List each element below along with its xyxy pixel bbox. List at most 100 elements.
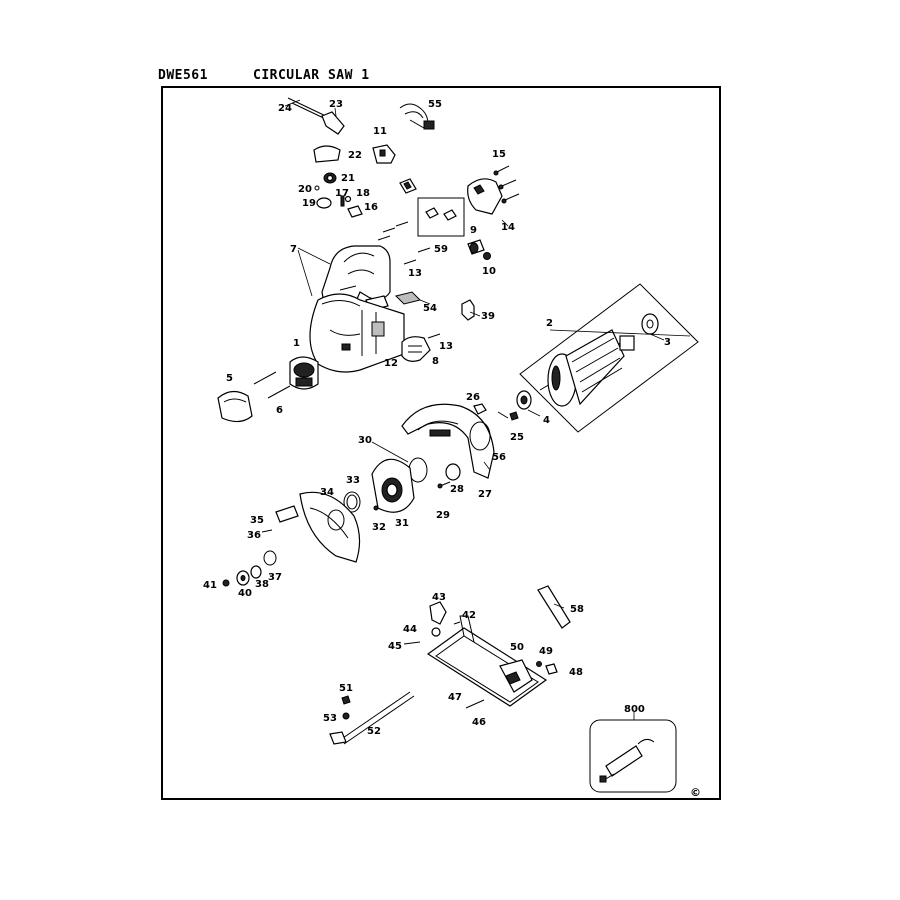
bevel-parts [403, 601, 461, 645]
lever-35 [261, 505, 299, 533]
label-22: 22 [348, 150, 362, 161]
label-47: 47 [448, 692, 462, 703]
label-1: 1 [293, 338, 300, 349]
label-44: 44 [403, 624, 417, 635]
lower-guard [299, 491, 361, 563]
diagram-frame [161, 86, 721, 800]
label-52: 52 [367, 726, 381, 737]
label-14: 14 [501, 222, 515, 233]
housing-screws [377, 221, 441, 353]
field-coil [289, 356, 319, 390]
label-8: 8 [432, 356, 439, 367]
label-54: 54 [423, 303, 437, 314]
power-cord [284, 97, 345, 135]
brush-holder-parts [399, 178, 465, 237]
long-screws [253, 371, 291, 399]
model-number: DWE561 [158, 68, 208, 83]
rip-fence [537, 585, 571, 629]
switch-cover [401, 336, 431, 362]
label-800: 800 [624, 704, 645, 715]
small-fasteners [314, 185, 363, 218]
label-51: 51 [339, 683, 353, 694]
bearing-9 [467, 239, 491, 260]
label-49: 49 [539, 646, 553, 657]
label-41: 41 [203, 580, 217, 591]
part-labels: 1 2 3 4 5 6 7 8 9 10 11 12 13 13 14 15 1… [203, 99, 701, 799]
label-5: 5 [226, 373, 233, 384]
label-56: 56 [492, 452, 506, 463]
kit-800-box [589, 719, 677, 793]
label-7: 7 [290, 244, 297, 255]
label-plate [395, 291, 421, 305]
blade-washers [222, 550, 277, 587]
label-4: 4 [543, 415, 550, 426]
gear-plate [371, 457, 428, 513]
label-42: 42 [462, 610, 476, 621]
label-59: 59 [434, 244, 448, 255]
label-35: 35 [250, 515, 264, 526]
clip-parts [473, 403, 519, 421]
retaining-ring [343, 491, 379, 513]
label-38: 38 [255, 579, 269, 590]
label-31: 31 [395, 518, 409, 529]
gasket [469, 421, 491, 451]
label-27: 27 [478, 489, 492, 500]
diagram-title: CIRCULAR SAW 1 [253, 68, 370, 83]
label-37: 37 [268, 572, 282, 583]
label-23: 23 [329, 99, 343, 110]
label-17: 17 [335, 188, 349, 199]
pin-46 [465, 699, 485, 709]
label-6: 6 [276, 405, 283, 416]
label-32: 32 [372, 522, 386, 533]
label-34: 34 [320, 487, 334, 498]
label-24: 24 [278, 103, 292, 114]
label-2: 2 [546, 318, 553, 329]
label-13a: 13 [408, 268, 422, 279]
copyright-mark: © [690, 786, 701, 799]
label-9: 9 [470, 225, 477, 236]
label-29: 29 [436, 510, 450, 521]
label-3: 3 [664, 337, 671, 348]
label-16: 16 [364, 202, 378, 213]
end-bell [217, 390, 253, 423]
label-40: 40 [238, 588, 252, 599]
label-13b: 13 [439, 341, 453, 352]
label-26: 26 [466, 392, 480, 403]
brush-cover [467, 178, 509, 227]
knob-48 [536, 661, 558, 675]
label-43: 43 [432, 592, 446, 603]
label-21: 21 [341, 173, 355, 184]
label-53: 53 [323, 713, 337, 724]
label-30: 30 [358, 435, 372, 446]
switch-part [372, 144, 396, 164]
label-46: 46 [472, 717, 486, 728]
label-18: 18 [356, 188, 370, 199]
label-36: 36 [247, 530, 261, 541]
wire-leads [399, 103, 435, 130]
label-25: 25 [510, 432, 524, 443]
label-50: 50 [510, 642, 524, 653]
label-15: 15 [492, 149, 506, 160]
label-11: 11 [373, 126, 387, 137]
base-shoe [426, 615, 548, 707]
label-39: 39 [481, 311, 495, 322]
screws-15 [493, 165, 520, 204]
label-48: 48 [569, 667, 583, 678]
label-19: 19 [302, 198, 316, 209]
armature-box [519, 283, 699, 433]
label-10: 10 [482, 266, 496, 277]
bearing-4 [516, 390, 532, 410]
label-33: 33 [346, 475, 360, 486]
bearing-3 [641, 313, 659, 335]
label-58: 58 [570, 604, 584, 615]
spindle-lock [461, 299, 475, 321]
label-20: 20 [298, 184, 312, 195]
label-12: 12 [384, 358, 398, 369]
motor-housing [309, 293, 405, 373]
cord-clamp [313, 145, 341, 184]
spindle-bushing [437, 463, 461, 489]
label-55: 55 [428, 99, 442, 110]
depth-adjust [329, 691, 415, 745]
label-45: 45 [388, 641, 402, 652]
